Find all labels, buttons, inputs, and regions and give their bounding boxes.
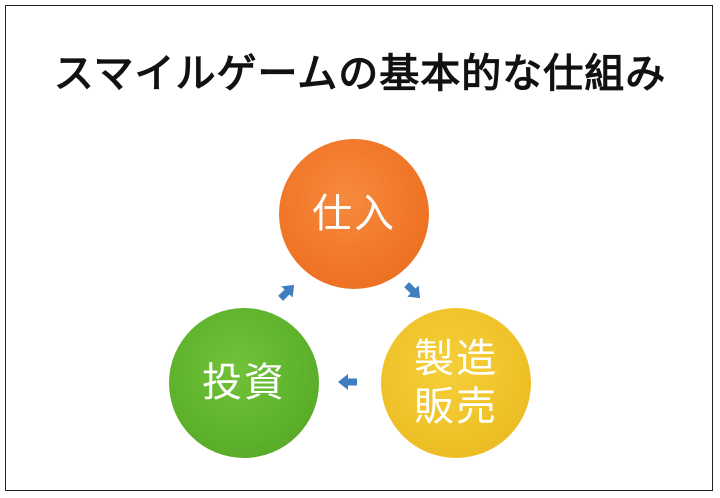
purchase-label: 仕入 [312, 191, 396, 237]
invest-node: 投資 [169, 308, 319, 458]
purchase-node: 仕入 [279, 139, 429, 289]
sales-label: 販売 [414, 384, 498, 430]
manufacture-sales-node: 製造 販売 [381, 308, 531, 458]
invest-label: 投資 [202, 360, 286, 406]
page-title: スマイルゲームの基本的な仕組み [53, 51, 667, 97]
manufacture-label: 製造 [414, 336, 498, 382]
